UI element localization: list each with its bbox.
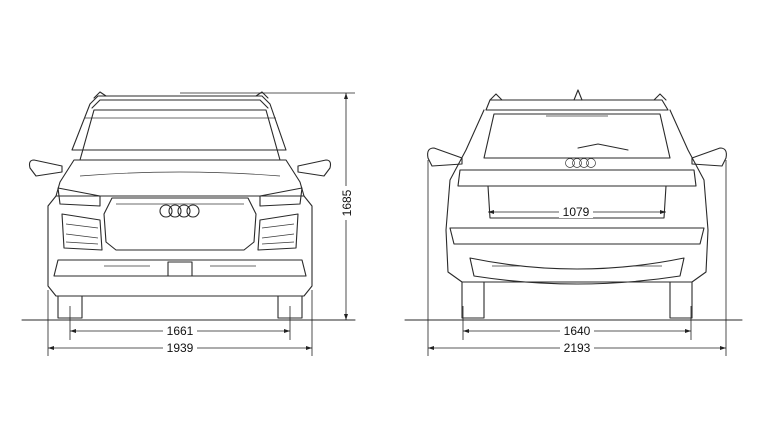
front-left-mirror [28, 159, 63, 177]
front-windshield [79, 109, 281, 161]
front-grille [103, 197, 257, 251]
front-right-headlight [259, 187, 303, 207]
front-right-intake [257, 213, 299, 251]
rear-left-tyre [461, 281, 485, 319]
front-hood [55, 159, 305, 197]
tailgate [487, 185, 667, 219]
front-overall-width-label: 1939 [167, 341, 194, 355]
rear-diffuser [469, 257, 685, 285]
rear-track-width-label: 1640 [564, 324, 591, 338]
rear-width-mirrors-label: 2193 [564, 341, 591, 355]
rear-right-mirror [691, 147, 727, 167]
rear-view: 1079 1640 2193 [404, 89, 743, 356]
rear-antenna [573, 89, 583, 101]
front-roof [71, 95, 287, 151]
front-view: 1661 1939 1685 [21, 91, 356, 356]
rear-roof-spoiler [485, 99, 669, 111]
front-body [47, 195, 313, 297]
front-track-width-label: 1661 [167, 324, 194, 338]
front-plate-sensor [167, 261, 193, 277]
rear-logo-rings [565, 158, 596, 168]
height-label: 1685 [340, 189, 354, 216]
rear-light-bar [457, 169, 697, 187]
rear-body [445, 109, 709, 283]
front-left-intake [61, 213, 103, 251]
front-right-mirror [297, 159, 332, 177]
rear-right-tyre [669, 281, 693, 319]
front-lower-bumper [53, 259, 307, 277]
tailgate-width-label: 1079 [563, 205, 590, 219]
rear-bumper [449, 227, 705, 245]
rear-window [483, 113, 671, 159]
rear-left-mirror [427, 147, 463, 167]
front-left-headlight [57, 187, 101, 207]
rear-wiper [577, 143, 629, 151]
front-logo-rings [159, 204, 200, 218]
